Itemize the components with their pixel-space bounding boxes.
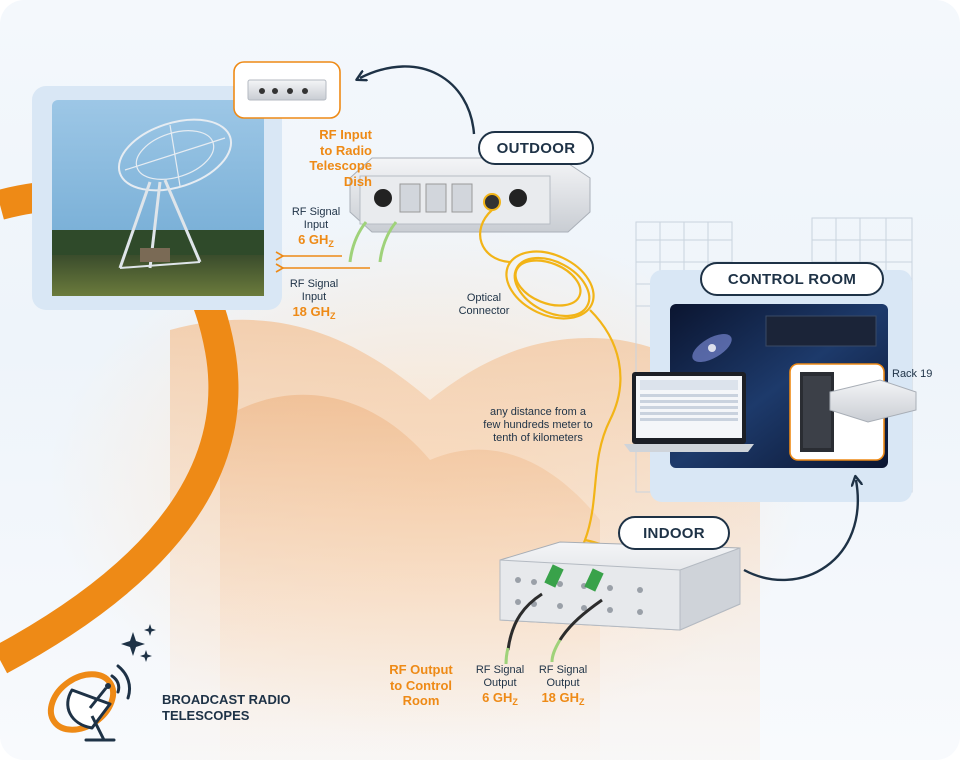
rf-output-title-line: RF Output	[389, 662, 453, 677]
input-word: Input	[301, 291, 327, 304]
outdoor-to-thumbnail-arrow	[360, 65, 476, 135]
rf-input-cable-6ghz	[348, 221, 368, 263]
device-thumbnail	[233, 61, 341, 119]
outdoor-transceiver-unit	[349, 157, 591, 233]
rf-input-title-line: to Radio	[320, 142, 372, 158]
distance-note: any distance from a few hundreds meter t…	[468, 406, 608, 446]
rf-signal-output-6ghz-label: RF Signal Output 6 GHZ	[468, 664, 532, 708]
rf-signal-output-18ghz-label: RF Signal Output 18 GHZ	[530, 664, 596, 708]
output-word: Output	[483, 677, 517, 690]
rf-input-title-line: Telescope	[309, 158, 372, 174]
radio-telescope-dish	[117, 118, 233, 269]
freq-6ghz: 6 GHZ	[298, 232, 334, 250]
brand-title-line: BROADCAST RADIO	[162, 692, 291, 707]
out-freq-6ghz: 6 GHZ	[482, 690, 518, 708]
distance-note-line: tenth of kilometers	[493, 432, 583, 445]
rf-output-cable-18ghz	[550, 639, 562, 663]
control-room-panel	[624, 270, 917, 502]
rf-signal-input-18ghz-label: RF Signal Input 18 GHZ	[278, 278, 350, 322]
brand-title-line: TELESCOPES	[162, 707, 250, 723]
rf-output-cable-6ghz	[504, 647, 510, 665]
rf-signal-word: RF Signal	[289, 278, 339, 290]
indoor-to-control-room-arrow	[743, 480, 858, 582]
rf-input-cable-18ghz	[378, 221, 398, 263]
brand-title: BROADCAST RADIO TELESCOPES	[162, 692, 291, 723]
rack-label: Rack 19	[892, 368, 933, 380]
rf-input-title: RF Input to Radio Telescope Dish	[290, 127, 372, 189]
indoor-section-label: INDOOR	[618, 516, 730, 550]
indoor-receiver-unit	[499, 541, 741, 631]
rf-input-title-line: Dish	[343, 173, 372, 189]
out-freq-18ghz: 18 GHZ	[541, 690, 585, 708]
input-word: Input	[303, 219, 329, 232]
desert-dunes	[50, 220, 810, 760]
control-room-section-label: CONTROL ROOM	[700, 262, 884, 296]
radio-telescope-logo-icon	[47, 664, 132, 742]
rf-signal-word: RF Signal	[538, 664, 588, 676]
distance-note-line: few hundreds meter to	[483, 419, 593, 432]
rf-output-title: RF Output to Control Room	[380, 662, 462, 709]
telescope-photo-panel	[32, 86, 282, 310]
rf-signal-input-6ghz-label: RF Signal Input 6 GHZ	[280, 206, 352, 250]
optical-connector-line: Connector	[458, 305, 510, 318]
rf-output-jumper-18ghz	[558, 598, 603, 641]
rf-output-title-line: Room	[402, 693, 440, 709]
optical-connector-line: Optical	[466, 292, 502, 304]
outdoor-section-label: OUTDOOR	[478, 131, 594, 165]
rf-signal-word: RF Signal	[475, 664, 525, 676]
rf-signal-word: RF Signal	[291, 206, 341, 218]
sparkle-icon	[121, 624, 156, 662]
rf-output-jumper-6ghz	[506, 592, 543, 651]
rf-input-title-line: RF Input	[319, 127, 372, 142]
rf-output-title-line: to Control	[389, 677, 453, 693]
output-word: Output	[546, 677, 580, 690]
distance-note-line: any distance from a	[490, 406, 586, 418]
optical-connector-label: Optical Connector	[444, 292, 524, 318]
freq-18ghz: 18 GHZ	[292, 304, 336, 322]
